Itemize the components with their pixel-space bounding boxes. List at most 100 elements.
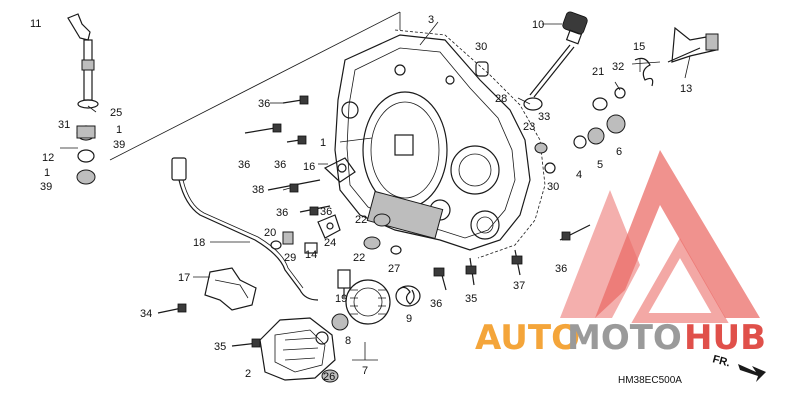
guide-line — [109, 11, 401, 161]
label-36f: 36 — [555, 263, 567, 275]
oring-28 — [523, 97, 543, 111]
bearing-6 — [606, 114, 626, 134]
bolt-36 — [299, 205, 331, 216]
label-1c: 1 — [44, 167, 50, 179]
spring-15 — [631, 57, 661, 87]
label-35: 35 — [465, 293, 477, 305]
seal-12 — [77, 149, 95, 163]
leader-lines — [87, 21, 691, 361]
label-35b: 35 — [214, 341, 226, 353]
label-9: 9 — [406, 313, 412, 325]
bolt-34 — [157, 303, 187, 314]
label-26: 26 — [323, 371, 335, 383]
part-labels: 11 10 3 30 15 21 32 13 25 36 28 31 1 39 … — [30, 14, 692, 383]
bolt-36 — [244, 123, 282, 134]
bolt-35 — [465, 257, 477, 286]
watermark-logo — [560, 150, 760, 323]
cover-17 — [204, 267, 257, 311]
brand-part-2: MOTO — [567, 318, 682, 358]
brand-part-3: HUB — [684, 318, 766, 358]
label-29: 29 — [284, 252, 296, 264]
label-5: 5 — [597, 159, 603, 171]
label-24: 24 — [324, 237, 336, 249]
label-36c: 36 — [274, 159, 286, 171]
label-36: 36 — [258, 98, 270, 110]
wire-harness-18 — [171, 157, 319, 301]
label-30b: 30 — [547, 181, 559, 193]
front-direction-arrow: FR. — [711, 353, 766, 382]
label-8: 8 — [345, 335, 351, 347]
washer-5 — [587, 127, 605, 145]
shift-shaft — [67, 13, 99, 109]
label-32: 32 — [612, 61, 624, 73]
clip-32 — [614, 87, 626, 99]
pin-4 — [573, 135, 587, 149]
gasket — [394, 29, 546, 259]
label-13: 13 — [680, 83, 692, 95]
label-37: 37 — [513, 280, 525, 292]
washer-20 — [270, 240, 282, 250]
clip-29 — [282, 231, 294, 245]
oring-8 — [331, 313, 349, 331]
seal-22 — [363, 236, 381, 250]
label-30: 30 — [475, 41, 487, 53]
label-28: 28 — [495, 93, 507, 105]
label-20: 20 — [264, 227, 276, 239]
arrow-icon — [738, 364, 766, 382]
seal-33 — [534, 142, 548, 154]
bolt-36 — [433, 267, 447, 291]
label-10: 10 — [532, 19, 544, 31]
bolt-36 — [286, 135, 307, 145]
label-22b: 22 — [353, 252, 365, 264]
label-14: 14 — [305, 249, 317, 261]
crankcase-cover — [334, 34, 531, 251]
oil-pump-cover-2 — [259, 317, 336, 381]
bolt-38 — [267, 179, 321, 193]
label-31: 31 — [58, 119, 70, 131]
label-38: 38 — [252, 184, 264, 196]
label-2: 2 — [245, 368, 251, 380]
bolt-37 — [511, 249, 523, 276]
label-3: 3 — [428, 14, 434, 26]
label-21: 21 — [592, 66, 604, 78]
label-4: 4 — [576, 169, 582, 181]
brand-part-1: AUTO — [475, 318, 580, 358]
switch-19 — [337, 269, 351, 298]
label-1b: 1 — [320, 137, 326, 149]
bolt-35b — [231, 338, 261, 348]
label-7: 7 — [362, 365, 368, 377]
bracket-14 — [304, 242, 318, 254]
oring-26 — [321, 369, 339, 383]
label-15: 15 — [633, 41, 645, 53]
label-11: 11 — [30, 18, 41, 30]
label-18: 18 — [193, 237, 205, 249]
arm-13 — [667, 26, 719, 63]
label-23: 23 — [523, 121, 535, 133]
label-22: 22 — [355, 214, 367, 226]
label-39: 39 — [113, 139, 125, 151]
label-39b: 39 — [40, 181, 52, 193]
dowel-30b — [544, 162, 556, 174]
spring-9 — [395, 285, 421, 307]
fr-label: FR. — [711, 353, 731, 369]
washer-21 — [592, 97, 608, 111]
bearing-39 — [76, 169, 96, 185]
label-1: 1 — [116, 124, 122, 136]
sensor-24 — [317, 214, 341, 239]
seal-22b — [373, 213, 391, 227]
label-36e: 36 — [276, 207, 288, 219]
label-36b: 36 — [238, 159, 250, 171]
label-36g: 36 — [430, 298, 442, 310]
label-12: 12 — [42, 152, 54, 164]
dowel-30 — [475, 61, 489, 77]
brand-wordmark: AUTO MOTO HUB — [475, 318, 766, 358]
label-6: 6 — [616, 146, 622, 158]
label-25: 25 — [110, 107, 122, 119]
bolt-36 — [282, 95, 309, 105]
label-16: 16 — [303, 161, 315, 173]
label-27: 27 — [388, 263, 400, 275]
bearing-1 — [76, 125, 96, 139]
bolt-36 — [559, 224, 591, 241]
label-33: 33 — [538, 111, 550, 123]
